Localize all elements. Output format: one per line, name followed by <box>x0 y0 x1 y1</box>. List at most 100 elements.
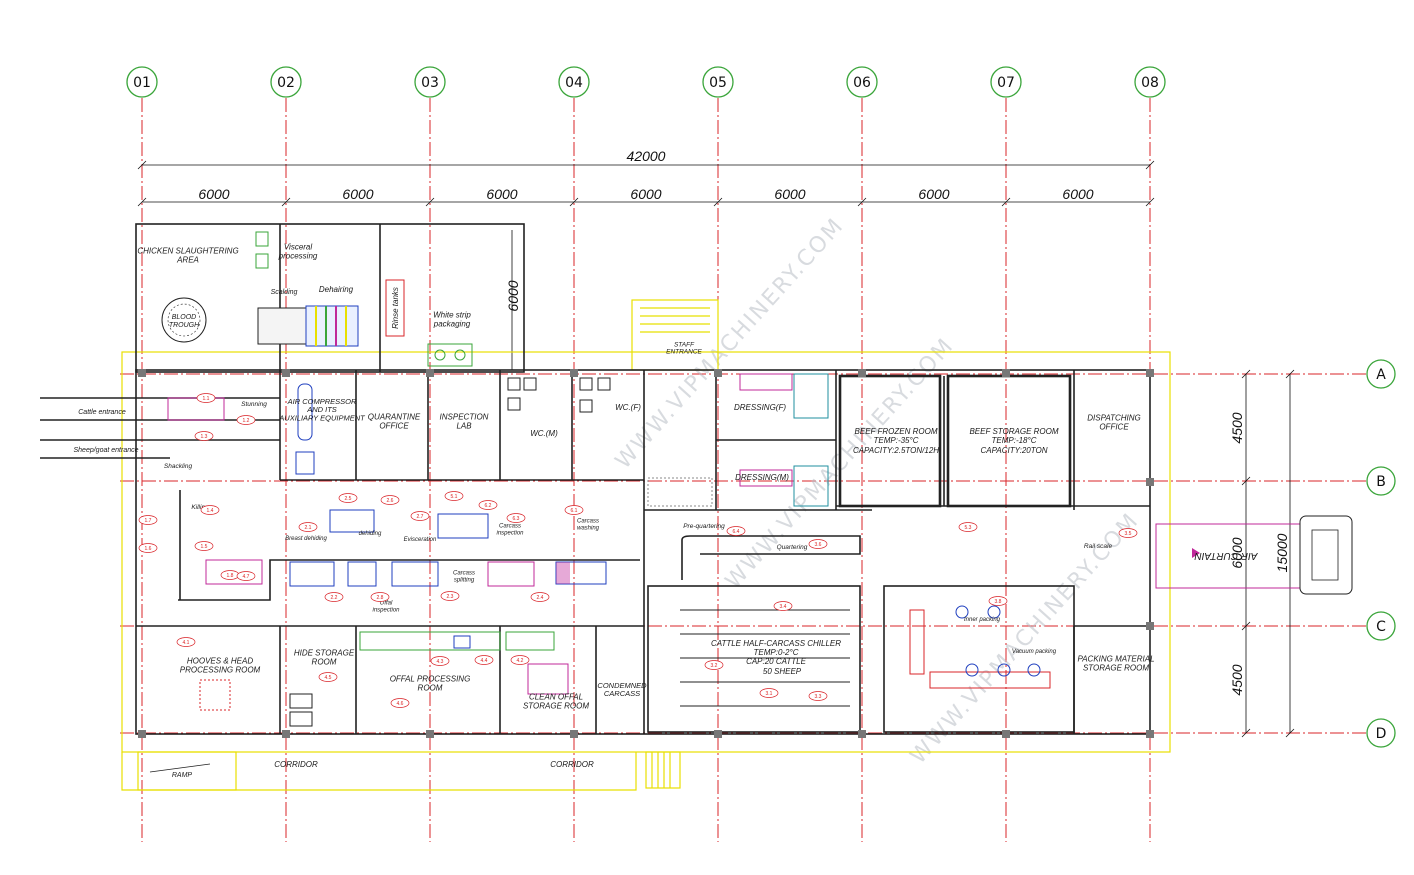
col-label-04: 04 <box>565 75 583 91</box>
label-vacuum-packing: Vacuum packing <box>1012 649 1057 655</box>
col-bubble-02 <box>270 66 302 98</box>
callout-bubble <box>380 495 400 505</box>
label-killing: Killing <box>191 504 209 511</box>
callout-label: 1.4 <box>207 508 214 514</box>
callout-bubble <box>138 543 158 553</box>
callout-bubble <box>318 672 338 682</box>
callout-label: 2.2 <box>331 595 338 601</box>
column-bubbles: 01 02 03 04 05 06 07 08 <box>126 66 1166 98</box>
callout-label: 4.6 <box>397 701 404 707</box>
bay-dimension-1: 6000 <box>198 186 229 202</box>
callout-bubble <box>298 522 318 532</box>
walls <box>40 223 1151 735</box>
callout-bubble <box>324 592 344 602</box>
row-dimension-ab: 4500 <box>1229 412 1245 443</box>
label-beef-frozen: BEEF FROZEN ROOM <box>855 427 938 436</box>
row-bubble-b <box>1366 466 1396 496</box>
label-wc-m: WC.(M) <box>530 429 558 438</box>
label-air-curtain: AIR CURTAIN <box>1194 550 1259 561</box>
callout-bubble <box>194 431 214 441</box>
callout-label: 4.3 <box>437 659 444 665</box>
callout-bubble <box>759 688 779 698</box>
row-label-b: B <box>1376 474 1386 490</box>
callout-bubble <box>410 511 430 521</box>
callout-bubble <box>808 691 828 701</box>
callout-label: 2.6 <box>387 498 394 504</box>
label-sheep-entrance: Sheep/goat entrance <box>74 447 139 454</box>
callout-bubble <box>444 491 464 501</box>
label-chiller-cap2: 50 SHEEP <box>763 667 802 676</box>
label-scalding: Scalding <box>271 289 298 296</box>
callout-bubble <box>390 698 410 708</box>
callout-label: 2.4 <box>537 595 544 601</box>
callout-label: 4.5 <box>325 675 332 681</box>
callout-label: 2.5 <box>345 496 352 502</box>
callout-label: 1.2 <box>243 418 250 424</box>
label-chiller: CATTLE HALF-CARCASS CHILLER <box>711 639 841 648</box>
label-breast-dehiding: Breast dehiding <box>285 536 327 542</box>
row-bubble-d <box>1366 718 1396 748</box>
callout-label: 1.7 <box>145 518 152 524</box>
label-rinse-tanks: Rinse tanks <box>391 287 400 329</box>
col-label-03: 03 <box>421 75 439 91</box>
watermark-text-1: WWW.VIPMACHINERY.COM <box>611 213 849 474</box>
callout-label: 3.4 <box>780 604 787 610</box>
yellow-outline <box>121 299 1171 791</box>
col-label-02: 02 <box>277 75 295 91</box>
callout-bubble <box>808 539 828 549</box>
label-beef-storage-cap: CAPACITY:20TON <box>981 446 1048 455</box>
bay-dimension-5: 6000 <box>774 186 805 202</box>
grid-axis-lines-vertical <box>141 98 1151 842</box>
label-dressing-m: DRESSING(M) <box>735 473 789 482</box>
chicken-area-depth-dimension: 6000 <box>505 280 521 311</box>
bay-dimension-6: 6000 <box>918 186 949 202</box>
col-bubble-08 <box>1134 66 1166 98</box>
callout-bubble <box>773 601 793 611</box>
row-label-d: D <box>1376 726 1387 742</box>
callout-bubble <box>138 515 158 525</box>
structural-columns <box>138 369 1154 738</box>
label-beef-storage: BEEF STORAGE ROOM <box>969 427 1058 436</box>
label-evisceration: Evisceration <box>404 537 437 543</box>
callout-label: 1.8 <box>227 573 234 579</box>
label-beef-storage-temp: TEMP:-18°C <box>992 436 1037 445</box>
label-cattle-entrance: Cattle entrance <box>78 409 126 416</box>
callout-bubble <box>530 592 550 602</box>
callout-bubble <box>1118 528 1138 538</box>
label-ramp: RAMP <box>172 772 193 779</box>
equipment-graphics <box>149 231 1353 773</box>
callout-label: 5.1 <box>451 494 458 500</box>
callout-bubble <box>958 522 978 532</box>
callout-label: 1.5 <box>201 544 208 550</box>
label-shackling: Shackling <box>164 463 193 470</box>
callout-label: 4.1 <box>183 640 190 646</box>
callout-label: 5.3 <box>965 525 972 531</box>
callout-bubble <box>704 660 724 670</box>
overall-depth-dimension: 15000 <box>1274 533 1290 572</box>
col-bubble-04 <box>558 66 590 98</box>
callout-label: 3.1 <box>766 691 773 697</box>
label-corridor-1: CORRIDOR <box>274 760 318 769</box>
row-label-c: C <box>1376 619 1386 635</box>
col-bubble-03 <box>414 66 446 98</box>
label-chiller-cap1: CAP:20 CATTLE <box>746 657 807 666</box>
callout-label: 6.1 <box>571 508 578 514</box>
overall-dimension: 42000 <box>627 148 666 164</box>
dimension-lines-top <box>137 160 1155 207</box>
callout-label: 2.7 <box>417 514 424 520</box>
callout-bubble <box>194 541 214 551</box>
label-dressing-f: DRESSING(F) <box>734 403 786 412</box>
